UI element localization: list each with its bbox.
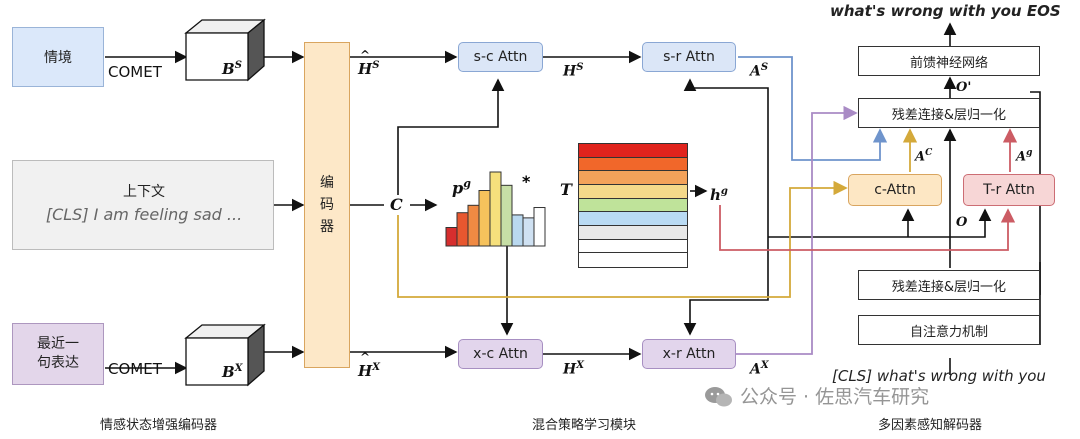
sc-attn-label: s-c Attn bbox=[473, 49, 528, 65]
xr-attn-label: x-r Attn bbox=[662, 346, 716, 362]
star-operator: * bbox=[522, 172, 531, 191]
symbol-t: T bbox=[560, 180, 572, 199]
self-attn-label: 自注意力机制 bbox=[909, 324, 988, 340]
table-row bbox=[579, 212, 687, 226]
table-row bbox=[579, 253, 687, 267]
symbol-ax: AX bbox=[750, 360, 769, 378]
table-row bbox=[579, 171, 687, 185]
symbol-hs-mid: HS bbox=[563, 62, 584, 80]
histogram-bar bbox=[478, 190, 491, 247]
t-table bbox=[578, 143, 688, 268]
table-row bbox=[579, 198, 687, 213]
decoder-output-text: what's wrong with you EOS bbox=[830, 2, 1061, 20]
context-box: 上下文 [CLS] I am feeling sad ... bbox=[12, 160, 274, 250]
context-text: [CLS] I am feeling sad ... bbox=[45, 205, 243, 224]
symbol-hs-hat: ^HS bbox=[358, 48, 380, 78]
xc-attn-box: x-c Attn bbox=[458, 339, 543, 369]
comet-label-top: COMET bbox=[108, 63, 162, 81]
histogram-bar bbox=[511, 214, 524, 247]
tr-attn-label: T-r Attn bbox=[983, 182, 1035, 198]
symbol-o-prime: O' bbox=[956, 80, 972, 95]
symbol-o: O bbox=[956, 215, 968, 230]
decoder-input-text: [CLS] what's wrong with you bbox=[832, 367, 1046, 385]
histogram-bar bbox=[456, 212, 469, 247]
section-label-decoder: 多因素感知解码器 bbox=[878, 418, 983, 433]
symbol-bx: BX bbox=[222, 363, 243, 381]
histogram-bar bbox=[500, 184, 513, 247]
context-title: 上下文 bbox=[123, 184, 165, 200]
symbol-ac: AC bbox=[915, 148, 933, 165]
section-label-strategy: 混合策略学习模块 bbox=[532, 418, 637, 433]
recent-expression-label: 最近一 句表达 bbox=[37, 336, 79, 371]
symbol-as: AS bbox=[750, 62, 769, 80]
ffn-label: 前馈神经网络 bbox=[909, 55, 988, 71]
c-attn-box: c-Attn bbox=[848, 174, 942, 206]
comet-label-bottom: COMET bbox=[108, 360, 162, 378]
xc-attn-label: x-c Attn bbox=[473, 346, 528, 362]
sr-attn-box: s-r Attn bbox=[642, 42, 736, 72]
situation-box: 情境 bbox=[12, 27, 104, 87]
symbol-hg: hg bbox=[710, 186, 728, 204]
section-label-encoder: 情感状态增强编码器 bbox=[100, 418, 218, 433]
symbol-pg: pg bbox=[452, 177, 471, 198]
symbol-hx-mid: HX bbox=[563, 360, 584, 378]
histogram-bar bbox=[533, 207, 546, 247]
residual-top-label: 残差连接&层归一化 bbox=[891, 107, 1007, 123]
xr-attn-box: x-r Attn bbox=[642, 339, 736, 369]
self-attn-box: 自注意力机制 bbox=[858, 315, 1040, 345]
symbol-c: C bbox=[390, 195, 403, 214]
residual-top-box: 残差连接&层归一化 bbox=[858, 98, 1040, 128]
table-row bbox=[579, 239, 687, 254]
residual-bottom-label: 残差连接&层归一化 bbox=[891, 279, 1007, 295]
wechat-icon bbox=[704, 385, 734, 409]
histogram-bar bbox=[489, 171, 502, 247]
table-row bbox=[579, 184, 687, 199]
encoder-box: 编 码 器 bbox=[304, 42, 350, 368]
symbol-hx-hat: ^HX bbox=[358, 350, 380, 380]
symbol-ag: Ag bbox=[1016, 148, 1033, 165]
watermark-text: 公众号 · 佐思汽车研究 bbox=[740, 386, 930, 408]
sc-attn-box: s-c Attn bbox=[458, 42, 543, 72]
table-row bbox=[579, 225, 687, 240]
c-attn-label: c-Attn bbox=[874, 182, 916, 198]
tr-attn-box: T-r Attn bbox=[963, 174, 1055, 206]
situation-label: 情境 bbox=[44, 50, 72, 66]
histogram-bar bbox=[522, 217, 535, 247]
histogram-bar bbox=[467, 204, 480, 247]
table-row bbox=[579, 157, 687, 172]
ffn-box: 前馈神经网络 bbox=[858, 46, 1040, 76]
sr-attn-label: s-r Attn bbox=[663, 49, 715, 65]
histogram-bar bbox=[445, 227, 458, 247]
table-row bbox=[579, 144, 687, 158]
recent-expression-box: 最近一 句表达 bbox=[12, 323, 104, 385]
symbol-bs: BS bbox=[222, 60, 242, 78]
encoder-label: 编 码 器 bbox=[320, 175, 334, 235]
residual-bottom-box: 残差连接&层归一化 bbox=[858, 270, 1040, 300]
